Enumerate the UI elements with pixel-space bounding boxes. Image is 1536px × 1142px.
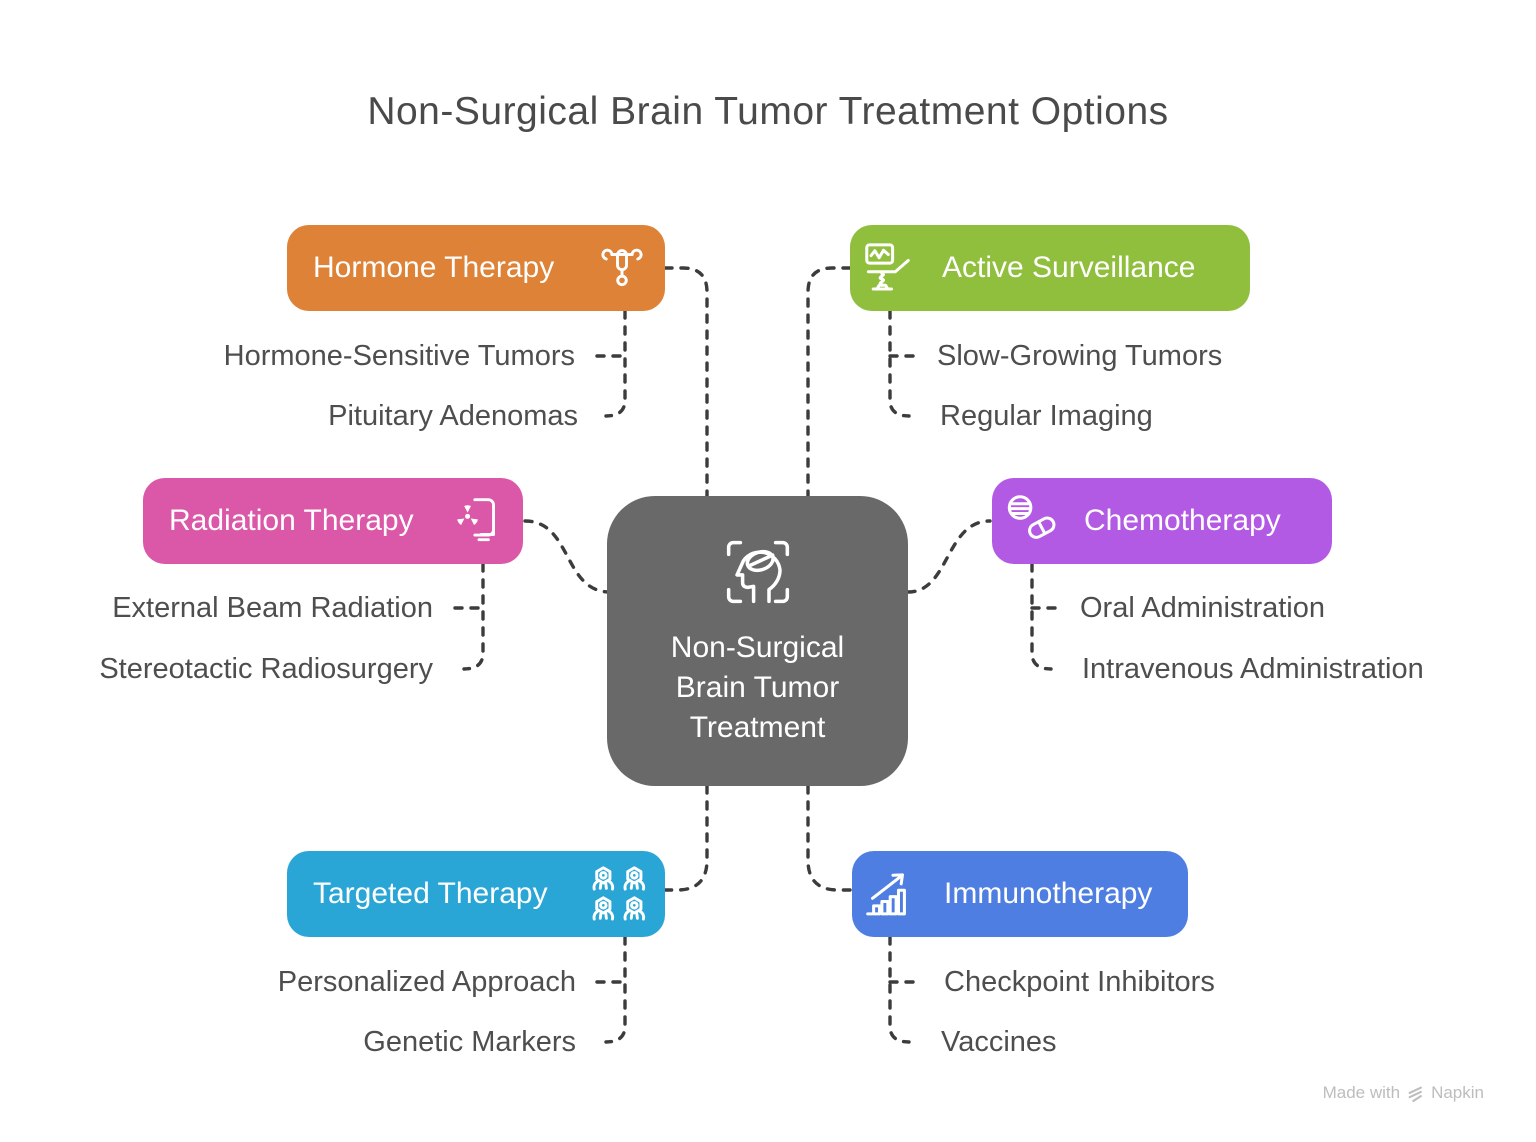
branch-immunotherapy: Immunotherapy <box>852 851 1188 937</box>
pills-icon <box>1004 493 1062 549</box>
branch-label: Targeted Therapy <box>313 877 548 910</box>
branch-targeted-therapy: Targeted Therapy <box>287 851 665 937</box>
branch-child-label: Regular Imaging <box>940 400 1153 432</box>
branch-child-label: Checkpoint Inhibitors <box>944 966 1215 998</box>
watermark: Made with Napkin <box>1323 1083 1484 1103</box>
branch-child-label: Intravenous Administration <box>1082 653 1424 685</box>
branch-child-label: Pituitary Adenomas <box>328 400 578 432</box>
branch-label: Immunotherapy <box>944 877 1153 910</box>
watermark-brand: Napkin <box>1431 1083 1484 1102</box>
branch-child-label: Hormone-Sensitive Tumors <box>223 340 575 372</box>
radiation-machine-icon <box>451 494 507 548</box>
monitoring-chair-icon <box>862 240 920 296</box>
page-title: Non-Surgical Brain Tumor Treatment Optio… <box>367 90 1169 133</box>
branch-child-label: Oral Administration <box>1080 592 1325 624</box>
branch-hormone-therapy: Hormone Therapy <box>287 225 665 311</box>
virus-cells-icon <box>587 865 649 923</box>
branch-active-surveillance: Active Surveillance <box>850 225 1250 311</box>
branch-child-label: Personalized Approach <box>277 966 576 998</box>
head-brain-scan-icon <box>714 528 802 616</box>
center-node: Non-Surgical Brain Tumor Treatment <box>607 496 908 786</box>
branch-child-label: Vaccines <box>941 1026 1057 1058</box>
iud-hormone-icon <box>595 243 649 293</box>
napkin-logo-icon <box>1407 1085 1424 1102</box>
branch-label: Radiation Therapy <box>169 504 414 537</box>
branch-chemotherapy: Chemotherapy <box>992 478 1332 564</box>
branch-label: Active Surveillance <box>942 251 1196 284</box>
branch-child-label: Slow-Growing Tumors <box>937 340 1223 372</box>
branch-label: Hormone Therapy <box>313 251 555 284</box>
branch-label: Chemotherapy <box>1084 504 1281 537</box>
rising-chart-icon <box>864 866 922 922</box>
branch-radiation-therapy: Radiation Therapy <box>143 478 523 564</box>
watermark-text: Made with <box>1322 1083 1401 1102</box>
center-node-label: Non-Surgical Brain Tumor Treatment <box>670 631 845 744</box>
branch-child-label: External Beam Radiation <box>112 592 433 624</box>
branch-child-label: Genetic Markers <box>363 1026 576 1058</box>
branch-child-label: Stereotactic Radiosurgery <box>99 653 433 685</box>
